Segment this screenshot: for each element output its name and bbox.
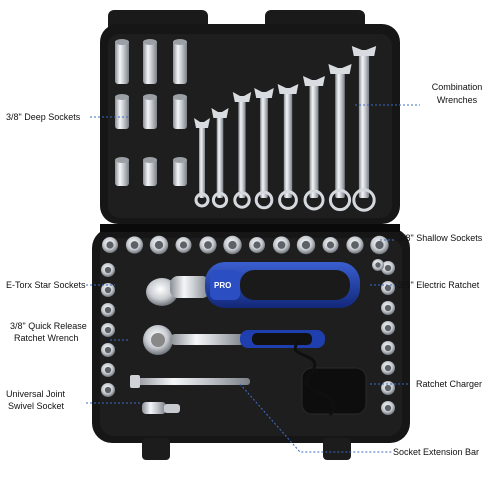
ratchet-charger: [293, 338, 367, 416]
wrench: [194, 118, 210, 208]
shallow-socket: [381, 381, 395, 395]
deep-socket: [173, 39, 187, 84]
label-combination-1: Combination: [431, 82, 483, 92]
deep-socket: [115, 94, 129, 129]
shallow-socket: [381, 361, 395, 375]
deep-socket: [173, 157, 187, 186]
shallow-socket: [101, 303, 115, 317]
shallow-socket: [223, 235, 242, 255]
shallow-socket: [101, 263, 115, 277]
shallow-sockets: [101, 235, 395, 415]
shallow-socket: [249, 237, 265, 253]
label-shallow-sockets: 3/8" Shallow Sockets: [398, 233, 483, 243]
deep-socket: [115, 39, 129, 84]
wrench: [328, 64, 352, 212]
shallow-socket: [125, 236, 144, 254]
shallow-socket: [381, 401, 395, 415]
label-combination-2: Wrenches: [436, 95, 478, 105]
shallow-socket: [102, 237, 118, 253]
brand-logo: PRO: [214, 281, 231, 290]
label-universal-1: Universal Joint: [6, 389, 66, 399]
deep-socket: [143, 157, 157, 186]
wrench: [254, 88, 274, 210]
deep-sockets: [115, 39, 187, 186]
label-quick-release-1: 3/8" Quick Release: [10, 321, 87, 331]
shallow-socket: [370, 235, 389, 255]
shallow-socket: [372, 259, 384, 271]
wrench: [211, 108, 229, 209]
deep-socket: [173, 94, 187, 129]
shallow-socket: [149, 235, 169, 255]
label-universal-2: Swivel Socket: [8, 401, 65, 411]
shallow-socket: [296, 235, 316, 255]
wrench: [232, 92, 252, 209]
shallow-socket: [199, 236, 217, 254]
shallow-socket: [381, 281, 395, 295]
label-extension-bar: Socket Extension Bar: [393, 447, 480, 457]
wrench: [277, 84, 299, 210]
shallow-socket: [381, 321, 395, 335]
label-electric-ratchet: 3/8" Electric Ratchet: [398, 280, 480, 290]
combination-wrenches: [194, 46, 377, 212]
label-deep-sockets: 3/8" Deep Sockets: [6, 112, 81, 122]
universal-joint: [142, 402, 180, 414]
label-etorx: E-Torx Star Sockets: [6, 280, 86, 290]
shallow-socket: [381, 261, 395, 275]
quick-release-ratchet: [143, 325, 325, 355]
extension-bar: [130, 375, 250, 388]
shallow-socket: [346, 236, 364, 254]
label-quick-release-2: Ratchet Wrench: [14, 333, 79, 343]
shallow-socket: [101, 343, 115, 357]
electric-ratchet: PRO: [146, 262, 360, 308]
shallow-socket: [101, 383, 115, 397]
deep-socket: [143, 39, 157, 84]
shallow-socket: [381, 301, 395, 315]
shallow-socket: [101, 283, 115, 297]
shallow-socket: [101, 323, 115, 337]
shallow-socket: [272, 236, 291, 254]
shallow-socket: [175, 237, 192, 253]
shallow-socket: [381, 341, 395, 355]
deep-socket: [143, 94, 157, 129]
label-charger: Ratchet Charger: [416, 379, 483, 389]
wrench: [303, 76, 325, 211]
deep-socket: [115, 157, 129, 186]
shallow-socket: [101, 363, 115, 377]
wrench: [351, 46, 377, 212]
callout-lines: [86, 104, 420, 453]
shallow-socket: [322, 237, 339, 253]
